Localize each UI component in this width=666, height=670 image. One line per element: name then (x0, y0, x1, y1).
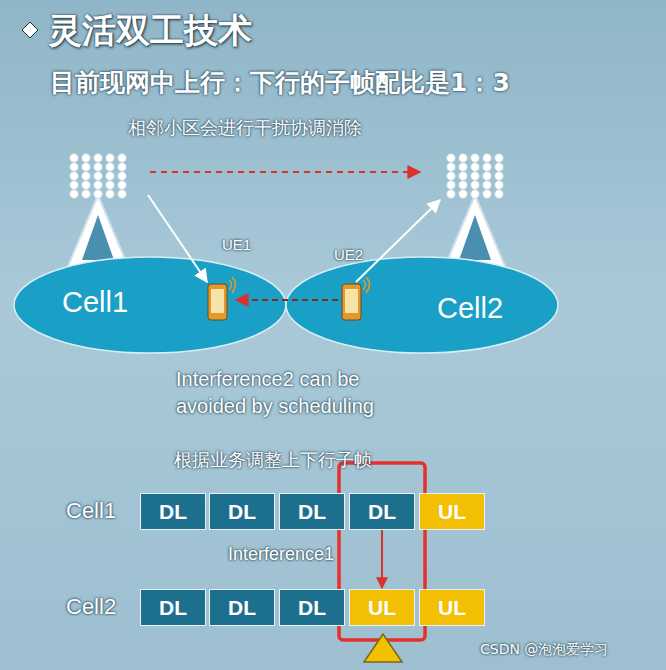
subtitle: 目前现网中上行：下行的子帧配比是1：3 (50, 66, 510, 99)
interference-arrow (381, 530, 383, 588)
subframe-box: DL (279, 589, 345, 626)
cell-name: Cell1 (62, 286, 128, 319)
subframe-box: DL (209, 493, 275, 530)
phone (208, 277, 236, 320)
annotation: 根据业务调整上下行子帧 (174, 448, 372, 472)
highlight-box (339, 463, 425, 640)
phone (342, 277, 370, 320)
subframe-label: DL (298, 500, 326, 524)
slide-title: 灵活双工技术 (48, 8, 252, 54)
subframe-label: DL (368, 500, 396, 524)
annotation: Interference1 (228, 544, 334, 565)
bullet-diamond (22, 22, 38, 38)
annotation: Interference2 can be avoided by scheduli… (176, 366, 406, 420)
subframe-box: DL (349, 493, 415, 530)
cell-area: Cell1 (16, 258, 286, 352)
subframe-label: DL (228, 596, 256, 620)
interference-arrow (236, 299, 338, 301)
annotation: UE2 (334, 246, 363, 263)
cell-area (286, 257, 558, 353)
watermark: CSDN @泡泡爱学习 (480, 641, 608, 659)
annotation: Cell1 (66, 498, 116, 524)
subframe-box: UL (349, 589, 415, 626)
subframe-box: UL (419, 589, 485, 626)
cell-area (14, 257, 286, 353)
subframe-label: UL (438, 500, 466, 524)
subframe-box: UL (419, 493, 485, 530)
annotation: 相邻小区会进行干扰协调消除 (128, 116, 362, 140)
annotation: UE1 (222, 236, 251, 253)
subframe-box: DL (140, 493, 206, 530)
subframe-label: UL (438, 596, 466, 620)
subframe-box: DL (279, 493, 345, 530)
subframe-label: DL (228, 500, 256, 524)
cell-area: Cell2 (287, 258, 557, 352)
subframe-box: DL (209, 589, 275, 626)
link-arrow (148, 195, 207, 282)
cell-name: Cell2 (437, 292, 503, 325)
subframe-label: DL (159, 500, 187, 524)
subframe-label: UL (368, 596, 396, 620)
link-arrow (356, 200, 440, 282)
annotation: Cell2 (66, 594, 116, 620)
interference-arrow (150, 171, 420, 173)
subframe-label: DL (159, 596, 187, 620)
triangle-marker (364, 634, 402, 662)
subframe-label: DL (298, 596, 326, 620)
subframe-box: DL (140, 589, 206, 626)
